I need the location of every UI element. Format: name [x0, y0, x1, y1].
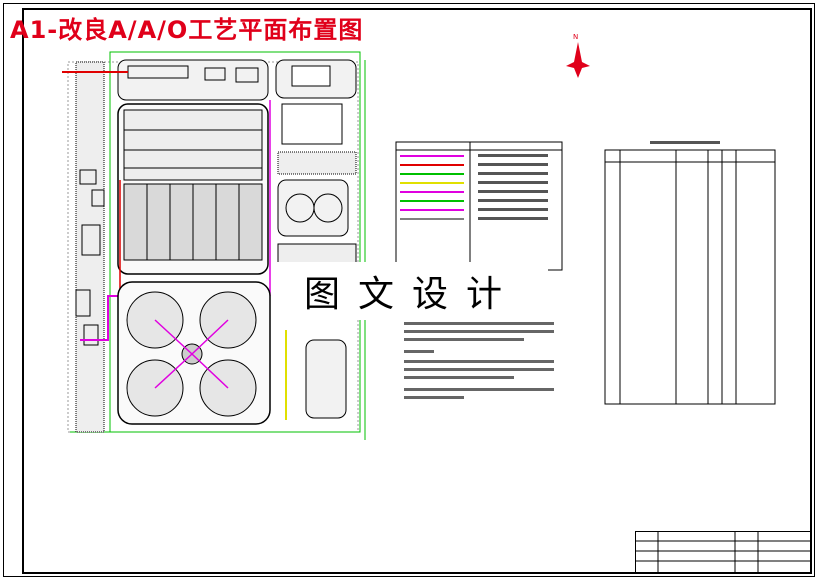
pump-house [204, 67, 226, 81]
sludge-thickener [313, 193, 343, 223]
notes-text-line [404, 360, 554, 363]
clarifier-feed-pipe [191, 353, 229, 389]
north-label: N [573, 33, 579, 41]
small-building [79, 169, 97, 185]
legend-text-bar [478, 172, 548, 175]
clarifier-feed-pipe [191, 319, 229, 355]
notes-text-line [404, 350, 434, 353]
notes-text-line [404, 396, 464, 399]
anaerobic-zone [123, 109, 263, 181]
disinfection-tank [305, 339, 347, 419]
small-building [91, 189, 105, 207]
outer-border [3, 3, 815, 577]
legend-text-bar [478, 190, 548, 193]
legend-text-bar [478, 163, 548, 166]
control-building [281, 103, 343, 145]
legend-text-bar [478, 199, 548, 202]
legend-text-bar [478, 208, 548, 211]
pretreatment-area [117, 59, 269, 101]
notes-text-line [404, 376, 514, 379]
watermark-text: 图文设计 [303, 274, 520, 315]
small-building [83, 324, 99, 346]
notes-text-line [404, 338, 524, 341]
sludge-thickener-area [277, 179, 349, 237]
equipment-table-title [650, 141, 720, 144]
small-building [75, 289, 91, 317]
notes-text-line [404, 322, 554, 325]
watermark: 图文设计 [276, 262, 548, 320]
legend-table [395, 141, 563, 271]
left-road-strip [75, 61, 105, 433]
north-arrow-icon [566, 42, 590, 78]
drawing-title: A1-改良A/A/O工艺平面布置图 [10, 16, 364, 44]
legend-text-bar [478, 217, 548, 220]
blower-house [235, 67, 259, 83]
office-room [291, 65, 331, 87]
notes-text-line [404, 388, 554, 391]
design-notes [404, 322, 554, 399]
notes-text-line [404, 368, 554, 371]
clarifier-feed-pipe [154, 319, 193, 355]
garden-plot [277, 151, 357, 175]
inner-border [22, 8, 812, 574]
equipment-table [604, 149, 776, 405]
clarifier-feed-pipe [154, 353, 193, 389]
legend-text-bar [478, 154, 548, 157]
legend-text-bar [478, 181, 548, 184]
notes-text-line [404, 330, 554, 333]
small-building [81, 224, 101, 256]
title-block [635, 531, 811, 574]
